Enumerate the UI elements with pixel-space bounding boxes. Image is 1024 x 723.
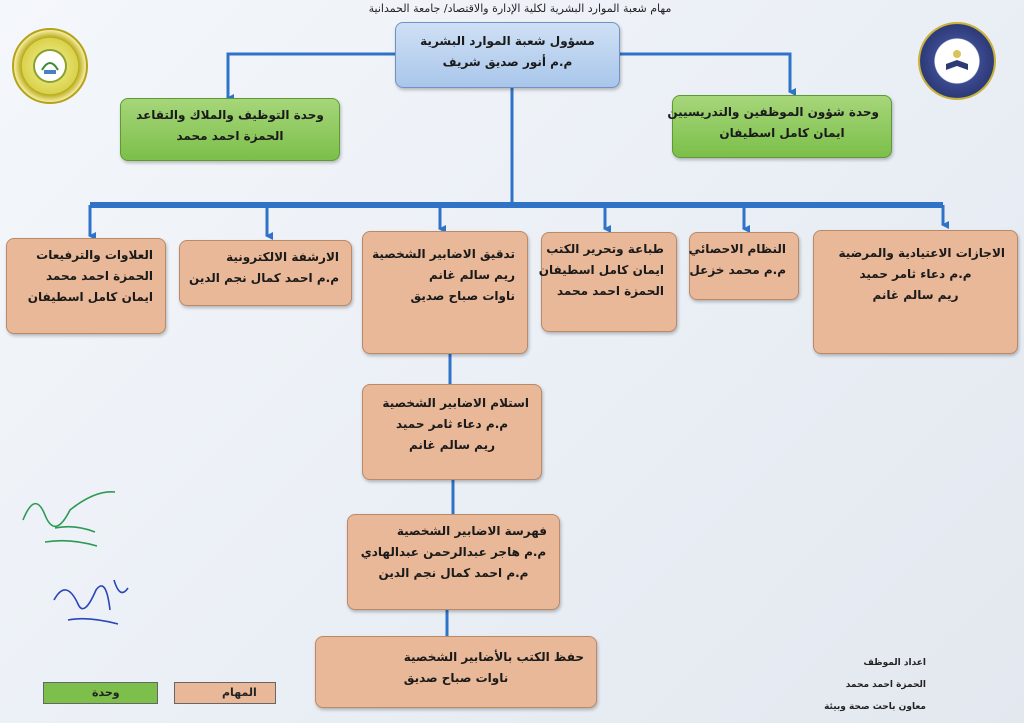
prepared-by-heading: اعداد الموظف (863, 658, 926, 668)
college-logo-left (12, 28, 88, 104)
task-file-audit: تدقيق الاضابير الشخصية ريم سالم غانم ناو… (362, 231, 528, 354)
task-file-audit-member: ناوات صباح صديق (410, 289, 516, 303)
unit-employment: وحدة التوظيف والملاك والتقاعد الحمزة احم… (120, 98, 340, 161)
task-file-indexing: فهرسة الاضابير الشخصية م.م هاجر عبدالرحم… (347, 514, 560, 610)
unit-staff-affairs-name: ايمان كامل اسطيفان (719, 126, 845, 140)
task-file-indexing-member: م.م هاجر عبدالرحمن عبدالهادي (360, 545, 547, 559)
university-logo-right (918, 22, 996, 100)
task-statistics: النظام الاحصائي م.م محمد خزعل (689, 232, 799, 300)
prepared-by-name: الحمزة احمد محمد (845, 680, 926, 690)
legend-task-swatch (174, 682, 276, 704)
prepared-by-role: معاون باحث صحة وبيئة (824, 702, 926, 712)
book-emblem-icon (946, 50, 968, 70)
task-file-receipt: استلام الاضابير الشخصية م.م دعاء ثامر حم… (362, 384, 542, 480)
task-statistics-title: النظام الاحصائي (688, 242, 786, 256)
task-leave-member: م.م دعاء ثامر حميد (859, 267, 972, 281)
task-statistics-member: م.م محمد خزعل (689, 263, 786, 277)
unit-employment-title: وحدة التوظيف والملاك والتقاعد (136, 108, 324, 122)
task-file-receipt-member: م.م دعاء ثامر حميد (395, 417, 509, 431)
task-file-receipt-title: استلام الاضابير الشخصية (382, 396, 529, 410)
task-leave: الاجازات الاعتيادية والمرضية م.م دعاء ثا… (813, 230, 1018, 354)
task-promotions: العلاوات والترفيعات الحمزة احمد محمد ايم… (6, 238, 166, 334)
legend-unit-label: وحدة (92, 686, 120, 699)
task-file-keeping-member: ناوات صباح صديق (403, 671, 509, 685)
task-promotions-member: ايمان كامل اسطيفان (27, 290, 153, 304)
legend-task-label: المهام (222, 686, 257, 699)
task-file-receipt-member: ريم سالم غانم (408, 438, 496, 452)
task-leave-title: الاجازات الاعتيادية والمرضية (838, 246, 1006, 260)
task-file-keeping-title: حفظ الكتب بالأضابير الشخصية (403, 650, 584, 664)
head-box: مسؤول شعبة الموارد البشرية م.م أنور صديق… (395, 22, 620, 88)
task-promotions-title: العلاوات والترفيعات (36, 248, 153, 262)
unit-employment-name: الحمزة احمد محمد (176, 129, 284, 143)
task-file-keeping: حفظ الكتب بالأضابير الشخصية ناوات صباح ص… (315, 636, 597, 708)
task-printing-member: الحمزة احمد محمد (556, 284, 664, 298)
task-printing: طباعة وتحرير الكتب ايمان كامل اسطيفان ال… (538, 232, 677, 332)
task-file-indexing-member: م.م احمد كمال نجم الدين (378, 566, 529, 580)
task-file-audit-member: ريم سالم غانم (428, 268, 515, 282)
task-e-archive-title: الارشفة الالكترونية (226, 250, 339, 264)
task-file-indexing-title: فهرسة الاضابير الشخصية (396, 524, 547, 538)
task-e-archive-member: م.م احمد كمال نجم الدين (189, 271, 339, 285)
head-name: م.م أنور صديق شريف (442, 55, 573, 69)
task-printing-member: ايمان كامل اسطيفان (538, 263, 664, 277)
signature-1 (22, 491, 116, 547)
task-e-archive: الارشفة الالكترونية م.م احمد كمال نجم ال… (179, 240, 352, 306)
task-printing-title: طباعة وتحرير الكتب (546, 242, 664, 256)
head-title: مسؤول شعبة الموارد البشرية (420, 34, 595, 48)
legend-unit-swatch (43, 682, 158, 704)
unit-staff-affairs-title: وحدة شؤون الموظفين والتدريسيين (667, 105, 879, 119)
seal-emblem-icon (33, 49, 67, 83)
prepared-by: اعداد الموظف الحمزة احمد محمد معاون باحث… (824, 652, 926, 718)
task-leave-member: ريم سالم غانم (872, 288, 959, 302)
page-title: مهام شعبة الموارد البشرية لكلية الإدارة … (368, 2, 672, 15)
task-promotions-member: الحمزة احمد محمد (45, 269, 153, 283)
unit-staff-affairs: وحدة شؤون الموظفين والتدريسيين ايمان كام… (667, 95, 892, 158)
task-file-audit-title: تدقيق الاضابير الشخصية (372, 247, 515, 261)
signature-2 (53, 579, 129, 625)
